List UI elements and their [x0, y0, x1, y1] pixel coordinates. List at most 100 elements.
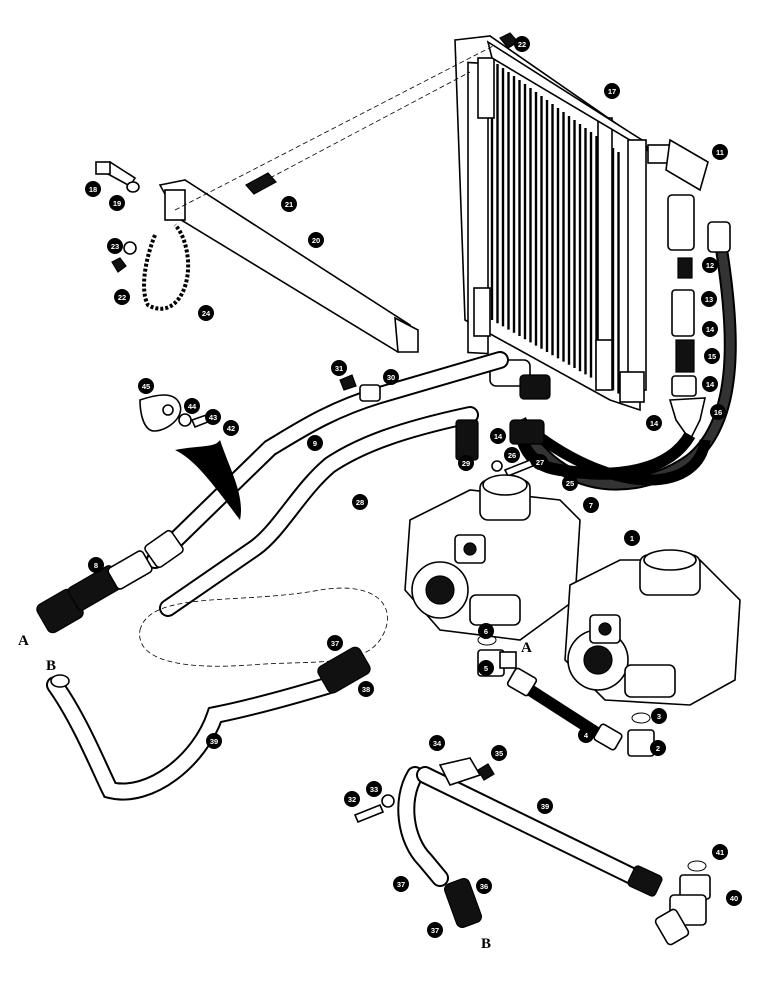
callout-circle: [726, 890, 742, 906]
callout-33: 33: [366, 781, 382, 797]
callout-label: 33: [370, 785, 378, 794]
callout-circle: [427, 922, 443, 938]
callout-label: 14: [706, 325, 715, 334]
callout-39: 39: [206, 733, 222, 749]
callout-14: 14: [490, 428, 506, 444]
elbow-fitting-11: [647, 138, 709, 192]
clamp-45: [139, 394, 220, 432]
callout-17: 17: [604, 83, 620, 99]
callout-9: 9: [307, 435, 323, 451]
callout-circle: [308, 232, 324, 248]
callout-36: 36: [476, 878, 492, 894]
callout-13: 13: [701, 291, 717, 307]
callout-label: 39: [541, 802, 549, 811]
callout-24: 24: [198, 305, 214, 321]
callout-circle: [344, 791, 360, 807]
callout-label: 39: [210, 737, 218, 746]
tube-39-left: [46, 646, 371, 801]
callout-label: 13: [705, 295, 713, 304]
callout-circle: [491, 745, 507, 761]
callout-circle: [109, 195, 125, 211]
callout-label: 30: [387, 373, 395, 382]
callout-37: 37: [427, 922, 443, 938]
callout-22: 22: [514, 36, 530, 52]
callout-label: 11: [716, 148, 724, 157]
mounting-bracket: [158, 179, 419, 353]
callout-label: 25: [566, 479, 574, 488]
callout-circle: [223, 420, 239, 436]
callout-label: 20: [312, 236, 320, 245]
callout-label: 8: [94, 561, 98, 570]
callout-label: 16: [714, 408, 722, 417]
callout-label: 9: [313, 439, 317, 448]
callout-26: 26: [504, 447, 520, 463]
callout-15: 15: [704, 348, 720, 364]
callout-5: 5: [478, 660, 494, 676]
callout-4: 4: [578, 727, 594, 743]
letter-b-bottom: B: [481, 936, 491, 952]
washer-23: [123, 241, 137, 255]
callout-35: 35: [491, 745, 507, 761]
callout-14: 14: [646, 415, 662, 431]
letter-a-left: A: [18, 633, 29, 649]
callout-circle: [307, 435, 323, 451]
callout-circle: [85, 181, 101, 197]
callout-label: 12: [706, 261, 714, 270]
callout-circle: [704, 348, 720, 364]
washer-29: [491, 460, 503, 472]
callout-circle: [476, 878, 492, 894]
callout-circle: [624, 530, 640, 546]
callout-circle: [702, 321, 718, 337]
callout-circle: [458, 455, 474, 471]
callout-label: 37: [431, 926, 439, 935]
callout-label: 26: [508, 451, 516, 460]
callout-circle: [88, 557, 104, 573]
callout-circle: [478, 623, 494, 639]
washer-33: [381, 794, 395, 808]
callout-circle: [604, 83, 620, 99]
routing-loop: [139, 587, 388, 667]
callout-circle: [205, 409, 221, 425]
callout-37: 37: [393, 876, 409, 892]
clamp-28: [339, 374, 479, 461]
callout-circle: [710, 404, 726, 420]
washer-44: [178, 413, 192, 427]
callout-label: 1: [630, 534, 634, 543]
o-ring-3: [631, 712, 651, 724]
callout-label: 29: [462, 459, 470, 468]
callout-8: 8: [88, 557, 104, 573]
pump-7: [404, 474, 581, 641]
cooler-fitting-stack: [667, 194, 707, 442]
callout-circle: [490, 428, 506, 444]
callout-label: 44: [188, 402, 197, 411]
callout-12: 12: [702, 257, 718, 273]
callout-label: 6: [484, 627, 488, 636]
callout-28: 28: [352, 494, 368, 510]
callout-label: 45: [142, 382, 150, 391]
pump-1: [564, 549, 741, 706]
callout-1: 1: [624, 530, 640, 546]
callout-circle: [206, 733, 222, 749]
hoses-to-cooler: [489, 221, 737, 491]
callout-circle: [701, 291, 717, 307]
callout-circle: [429, 735, 445, 751]
callout-circle: [537, 798, 553, 814]
callout-22: 22: [114, 289, 130, 305]
callout-25: 25: [562, 475, 578, 491]
callout-label: 28: [356, 498, 364, 507]
callout-circle: [358, 681, 374, 697]
callout-27: 27: [532, 454, 548, 470]
callout-label: 36: [480, 882, 488, 891]
callout-45: 45: [138, 378, 154, 394]
tube-39-bottom: [397, 757, 663, 928]
callout-label: 5: [484, 664, 488, 673]
callout-label: 37: [397, 880, 405, 889]
callout-39: 39: [537, 798, 553, 814]
callout-14: 14: [702, 321, 718, 337]
callout-32: 32: [344, 791, 360, 807]
hose-8: [36, 550, 153, 634]
callout-30: 30: [383, 369, 399, 385]
callout-circle: [514, 36, 530, 52]
